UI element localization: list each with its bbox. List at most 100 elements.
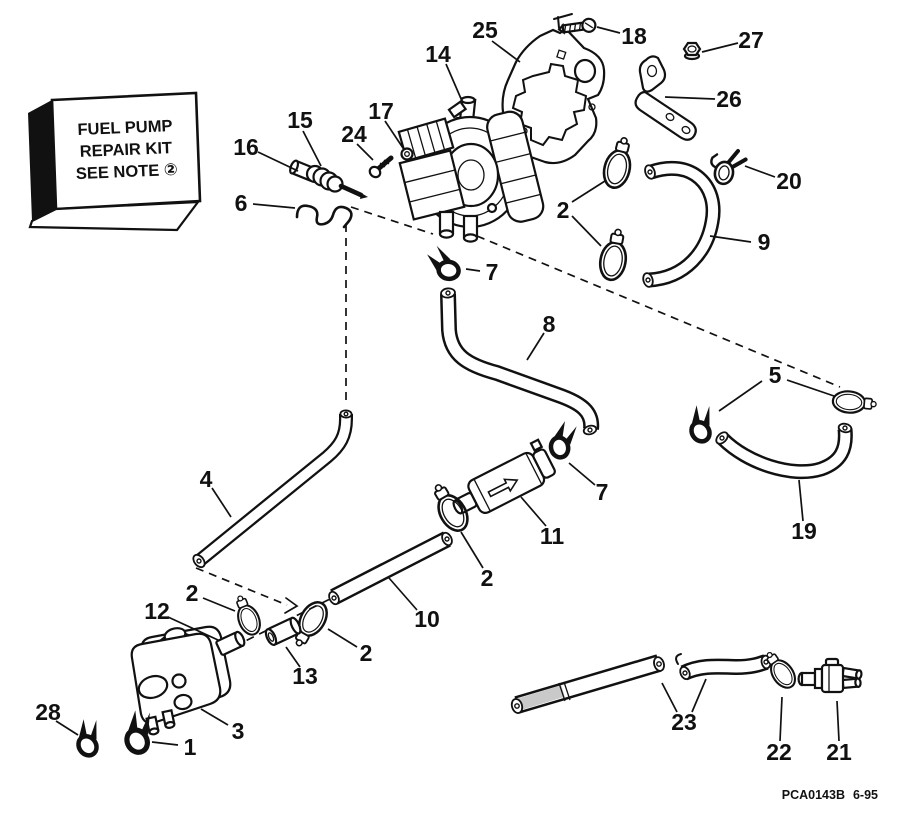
- leader-line-2: [327, 628, 358, 648]
- leader-line-7: [465, 268, 481, 272]
- callout-2: 2: [360, 640, 373, 666]
- fuel-hose-10: [327, 531, 454, 606]
- leader-line-21: [836, 700, 840, 742]
- note-line-2: REPAIR KIT: [79, 139, 172, 161]
- callout-7: 7: [596, 479, 609, 505]
- fuel-hose-9: [642, 164, 713, 288]
- pump-mounting-screw: [557, 17, 597, 35]
- callout-24: 24: [341, 121, 367, 147]
- fuel-connector-21: [797, 657, 863, 694]
- callout-5: 5: [769, 362, 782, 388]
- leader-line-5: [786, 379, 835, 397]
- leader-line-10: [388, 577, 418, 611]
- leader-line-19: [798, 479, 804, 522]
- hose-clamp-2-upper: [598, 133, 639, 192]
- leader-line-2: [202, 597, 236, 612]
- leader-line-5: [718, 380, 763, 412]
- leader-line-23: [661, 682, 678, 713]
- assembly-dashed-lines: [195, 155, 841, 660]
- leader-line-9: [709, 235, 752, 243]
- leader-line-4: [211, 487, 232, 518]
- leader-line-23: [691, 678, 707, 713]
- callout-4: 4: [200, 466, 213, 492]
- callout-3: 3: [232, 718, 245, 744]
- callout-19: 19: [791, 518, 817, 544]
- fuel-line-hose-23b: [675, 653, 771, 681]
- leader-line-25: [491, 40, 521, 63]
- callout-12: 12: [144, 598, 170, 624]
- callout-25: 25: [472, 17, 498, 43]
- leader-line-3: [200, 708, 229, 726]
- leader-line-1: [151, 741, 179, 746]
- clamp-5-right: [830, 388, 879, 417]
- callout-16: 16: [233, 134, 259, 160]
- bushing-12: [215, 630, 246, 656]
- callout-11: 11: [540, 523, 565, 549]
- leader-line-7: [568, 462, 596, 486]
- callout-7: 7: [486, 259, 499, 285]
- callout-2: 2: [557, 197, 570, 223]
- callout-2: 2: [481, 565, 494, 591]
- callout-13: 13: [292, 663, 318, 689]
- callout-2: 2: [186, 580, 199, 606]
- leader-line-26: [664, 96, 716, 100]
- callout-6: 6: [235, 190, 248, 216]
- wire-clip-6: [295, 204, 353, 229]
- callout-10: 10: [414, 606, 440, 632]
- leader-line-2: [571, 215, 602, 247]
- fuel-hose-8: [441, 288, 598, 436]
- intake-manifold-body: [130, 625, 232, 736]
- hose-clamp-2-manifold: [229, 591, 266, 639]
- screw-24: [368, 155, 394, 179]
- support-bracket: [634, 55, 697, 141]
- footer-date-code: 6-95: [853, 788, 878, 802]
- leader-line-16: [257, 151, 299, 172]
- note-line-1: FUEL PUMP: [77, 117, 173, 139]
- callout-26: 26: [716, 86, 742, 112]
- leader-line-24: [356, 143, 374, 161]
- callout-27: 27: [738, 27, 764, 53]
- leader-line-6: [252, 203, 296, 209]
- leader-line-17: [384, 120, 404, 149]
- leader-lines: [55, 26, 840, 746]
- wing-clamp-7-filter: [545, 419, 583, 460]
- callout-20: 20: [776, 168, 802, 194]
- screw-location-mark: [553, 13, 573, 29]
- leader-line-18: [596, 26, 621, 34]
- leader-line-15: [302, 130, 322, 167]
- callout-22: 22: [766, 739, 792, 765]
- hex-nut: [682, 41, 702, 61]
- leader-line-2: [571, 180, 606, 203]
- fuel-hose-4: [191, 410, 352, 569]
- leader-line-8: [526, 332, 545, 361]
- callout-9: 9: [758, 229, 771, 255]
- callout-8: 8: [543, 311, 556, 337]
- leader-line-13: [285, 646, 301, 668]
- hose-clamp-2-lower: [596, 226, 633, 284]
- callout-28: 28: [35, 699, 61, 725]
- leader-line-11: [520, 496, 547, 527]
- wing-clamp-28: [67, 714, 111, 759]
- spring-clamp-20: [710, 149, 748, 186]
- note-line-3: SEE NOTE ②: [76, 161, 179, 183]
- repair-kit-note-box: FUEL PUMP REPAIR KIT SEE NOTE ②: [28, 91, 202, 232]
- callout-21: 21: [826, 739, 852, 765]
- leader-line-20: [744, 165, 776, 178]
- leader-line-12: [167, 616, 219, 641]
- callout-numbers: 1222234567789101112131415161718192021222…: [35, 17, 852, 765]
- mounting-gasket-plate: [501, 27, 606, 165]
- leader-line-27: [701, 42, 739, 53]
- leader-line-2: [460, 531, 484, 569]
- leader-line-14: [445, 63, 463, 102]
- callout-18: 18: [621, 23, 647, 49]
- leader-line-28: [55, 720, 79, 736]
- valve-needle-assembly: [289, 159, 368, 199]
- wing-clamp-7-upper: [424, 244, 463, 280]
- bushing-13: [264, 616, 302, 647]
- callout-17: 17: [368, 98, 394, 124]
- fuel-filter: [452, 438, 556, 515]
- callout-23: 23: [671, 709, 697, 735]
- callout-1: 1: [184, 734, 197, 760]
